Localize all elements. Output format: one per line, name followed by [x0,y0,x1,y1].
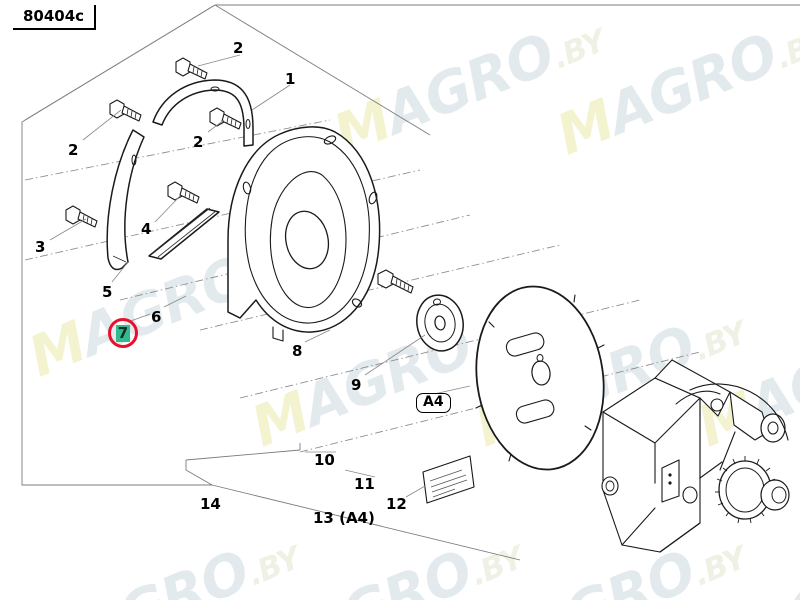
callout-4[interactable]: 4 [141,220,152,238]
part-pulley-cover-housing [227,126,381,342]
callout-12[interactable]: 12 [386,495,407,513]
part-shield-band [106,129,145,271]
part-warning-sticker [422,455,475,504]
part-flat-strip [148,207,220,260]
callout-9[interactable]: 9 [351,376,362,394]
callout-8[interactable]: 8 [292,342,303,360]
callout-5[interactable]: 5 [102,283,113,301]
part-bolts [65,57,242,228]
callout-1[interactable]: 1 [285,70,296,88]
callout-14[interactable]: 14 [200,495,221,513]
callout-2c[interactable]: 2 [193,133,204,151]
part-arc-bracket [152,79,254,147]
machine-gearbox-assembly [601,359,790,553]
part-bolt-9 [377,269,414,294]
callout-2a[interactable]: 2 [233,39,244,57]
part-slotted-disc [475,285,605,471]
callout-10[interactable]: 10 [314,451,335,469]
diagram-code-label: 80404c [13,5,97,30]
tag-a4-tag: A4 [416,393,451,413]
callout-13[interactable]: 13 (A4) [313,509,375,527]
leader-lines [49,54,471,498]
callout-3[interactable]: 3 [35,238,46,256]
callout-2b[interactable]: 2 [68,141,79,159]
callout-11[interactable]: 11 [354,475,375,493]
callout-6[interactable]: 6 [151,308,162,326]
callout-highlighted-7[interactable]: 7 [108,318,138,348]
callout-label: 7 [115,323,131,342]
part-washer-plate [416,294,464,352]
